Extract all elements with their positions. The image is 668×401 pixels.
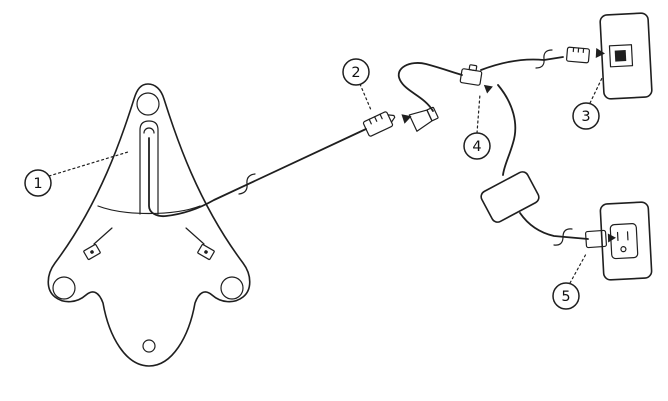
callout-5-label: 5 bbox=[561, 289, 570, 305]
lan-plug bbox=[565, 46, 591, 64]
callout-3-leader-line bbox=[589, 75, 604, 104]
conference-phone bbox=[47, 83, 251, 367]
rj45-plug-pins bbox=[368, 113, 383, 125]
phone-foot-left-circle bbox=[52, 276, 76, 300]
callout-2: 2 bbox=[342, 58, 372, 111]
callout-1: 1 bbox=[24, 151, 129, 197]
callout-5-circle bbox=[552, 282, 580, 310]
cable-coil-icon bbox=[535, 49, 553, 69]
callout-3-label: 3 bbox=[581, 109, 590, 125]
cable-clip-right bbox=[197, 243, 215, 261]
callout-2-leader-line bbox=[359, 83, 372, 111]
lan-cable bbox=[480, 56, 564, 71]
rj45-plug-latch bbox=[387, 114, 396, 123]
phone-body-outline bbox=[47, 83, 251, 367]
phone-inner-ridge bbox=[97, 205, 201, 215]
cable-clip-right-screw bbox=[204, 250, 208, 254]
power-outlet bbox=[599, 201, 653, 281]
cable-anchor-hook bbox=[143, 127, 155, 134]
cable-socket-boot-body bbox=[408, 109, 433, 132]
callout-4-circle bbox=[463, 132, 491, 160]
power-adapter-body bbox=[480, 171, 540, 223]
cable-junction-tab bbox=[468, 64, 478, 72]
phone-cable-channel bbox=[139, 120, 159, 215]
lan-jack-hole bbox=[608, 44, 634, 68]
power-outlet-face bbox=[609, 223, 639, 260]
callout-4-leader-line bbox=[476, 93, 481, 134]
cable-socket-boot bbox=[408, 106, 439, 132]
power-adapter bbox=[480, 171, 540, 223]
adapter-input-cable bbox=[497, 84, 517, 176]
power-outlet-plate bbox=[599, 201, 653, 281]
cable-socket-collar bbox=[426, 106, 439, 122]
lan-wall-plate bbox=[599, 12, 653, 100]
callout-2-circle bbox=[342, 58, 370, 86]
power-plug-body bbox=[585, 229, 607, 249]
callout-2-label: 2 bbox=[351, 65, 360, 81]
cable-clip-left-body bbox=[83, 243, 101, 261]
insert-arrow-icon bbox=[607, 233, 616, 243]
phone-network-cable bbox=[148, 128, 367, 218]
cable-coil-icon bbox=[238, 173, 256, 195]
power-outlet-ground-hole bbox=[620, 246, 627, 253]
cable-clip-right-body bbox=[197, 243, 215, 261]
lan-jack-opening bbox=[614, 50, 627, 62]
lan-wall-jack bbox=[599, 12, 653, 100]
adapter-output-cable bbox=[519, 212, 589, 240]
phone-bottom-screw-circle bbox=[142, 339, 156, 353]
callout-1-label: 1 bbox=[33, 176, 42, 192]
callout-4-label: 4 bbox=[472, 139, 481, 155]
callout-5: 5 bbox=[552, 253, 587, 310]
junction-arrow-icon bbox=[483, 84, 493, 94]
callout-1-leader-line bbox=[48, 151, 129, 177]
insert-arrow-icon bbox=[595, 48, 605, 58]
power-outlet-slots bbox=[616, 231, 629, 242]
power-plug bbox=[585, 229, 607, 249]
phone-ridge-left bbox=[93, 227, 113, 245]
insert-arrow-icon bbox=[401, 114, 412, 124]
callout-1-circle bbox=[24, 169, 52, 197]
callout-3-circle bbox=[572, 102, 600, 130]
callout-4: 4 bbox=[463, 93, 491, 160]
rj45-plug bbox=[362, 111, 396, 137]
phone-ridge-right bbox=[185, 227, 205, 245]
cable-clip-left bbox=[83, 243, 101, 261]
power-data-cable-loop bbox=[397, 62, 463, 112]
phone-foot-top-circle bbox=[136, 92, 160, 116]
lan-plug-pins bbox=[572, 46, 585, 54]
callout-3: 3 bbox=[572, 75, 604, 130]
cable-junction bbox=[459, 64, 483, 86]
cable-clip-left-screw bbox=[90, 250, 94, 254]
cable-junction-body bbox=[459, 68, 483, 86]
cable-coil-icon bbox=[553, 228, 573, 246]
callout-5-leader-line bbox=[569, 253, 587, 284]
phone-foot-right-circle bbox=[220, 276, 244, 300]
